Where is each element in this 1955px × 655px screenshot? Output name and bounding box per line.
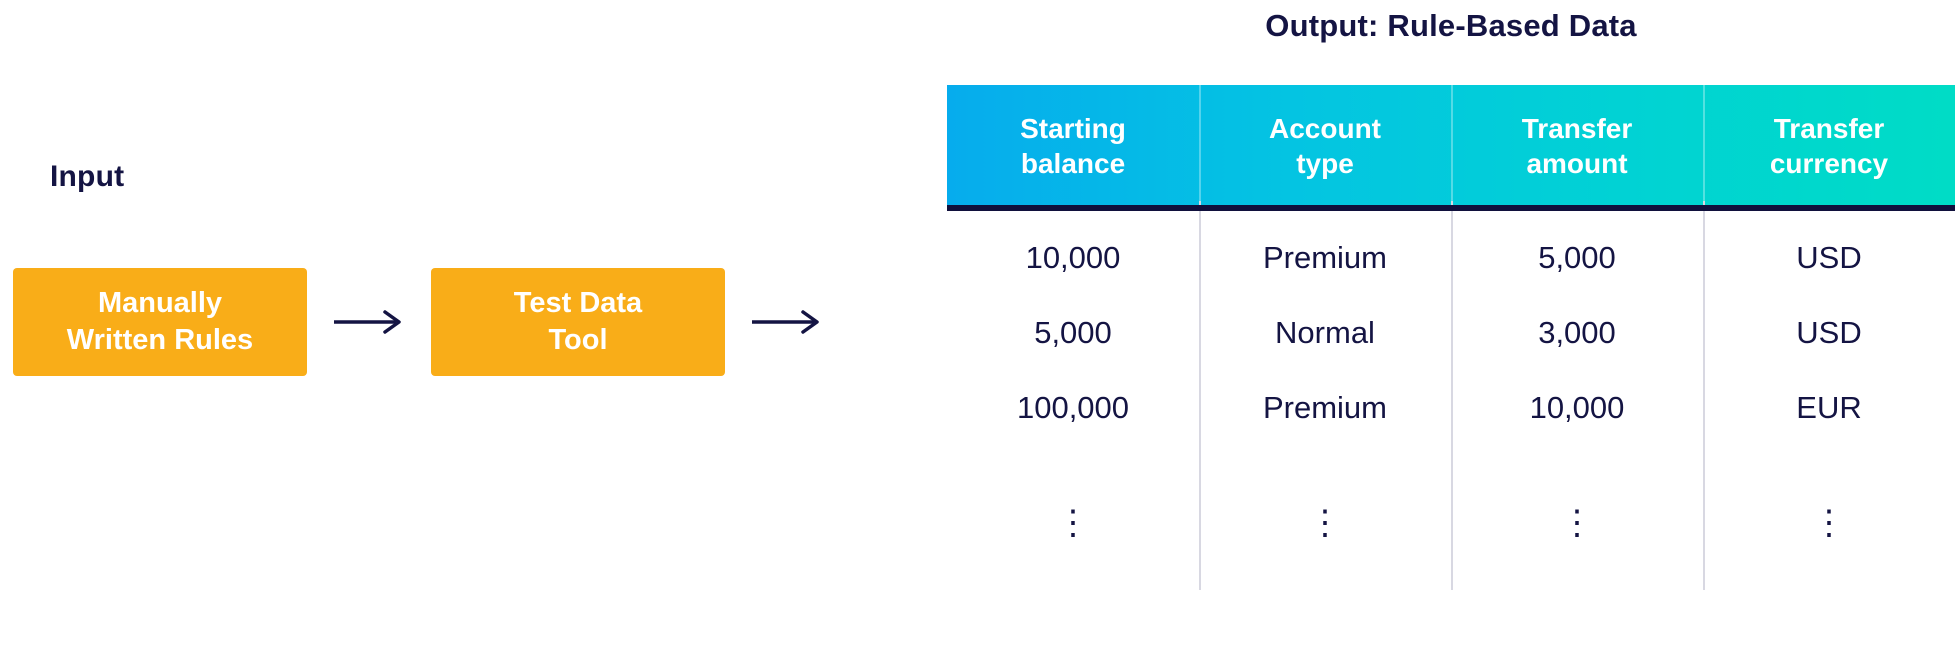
cell-transfer-currency: USD bbox=[1703, 289, 1955, 376]
rule-based-data-table: Starting balance Account type Transfer a… bbox=[947, 85, 1955, 590]
cell-continuation: ⋮ bbox=[1451, 439, 1703, 590]
flow-box-label: Test Data Tool bbox=[514, 285, 642, 359]
column-header-line-1: Account bbox=[1269, 113, 1381, 144]
column-header-starting-balance: Starting balance bbox=[947, 85, 1199, 207]
arrow-right-icon-1 bbox=[307, 308, 431, 336]
cell-continuation: ⋮ bbox=[1703, 439, 1955, 590]
flow-box-line-1: Manually bbox=[97, 286, 223, 319]
output-section: Output: Rule-Based Data Starting balance… bbox=[947, 0, 1955, 655]
input-label: Input bbox=[50, 160, 125, 193]
column-header-line-2: type bbox=[1296, 148, 1354, 179]
table-body: 10,000 Premium 5,000 USD 5,000 Normal 3,… bbox=[947, 201, 1955, 590]
flow-box-line-2: Tool bbox=[548, 324, 608, 356]
table-row: 100,000 Premium 10,000 EUR bbox=[947, 364, 1955, 451]
flow-box-test-data-tool[interactable]: Test Data Tool bbox=[431, 268, 725, 376]
table-row-continuation: ⋮ ⋮ ⋮ ⋮ bbox=[947, 439, 1955, 590]
table-header-row: Starting balance Account type Transfer a… bbox=[947, 85, 1955, 207]
output-title: Output: Rule-Based Data bbox=[1265, 8, 1637, 43]
vertical-ellipsis-icon: ⋮ bbox=[1308, 504, 1342, 542]
cell-transfer-currency: EUR bbox=[1703, 364, 1955, 451]
cell-account-type: Premium bbox=[1199, 201, 1451, 301]
column-header-line-2: currency bbox=[1769, 148, 1889, 179]
cell-transfer-currency: USD bbox=[1703, 201, 1955, 301]
column-header-line-2: balance bbox=[1020, 148, 1126, 179]
column-header-line-1: Transfer bbox=[1521, 113, 1633, 144]
flow-box-label: Manually Written Rules bbox=[67, 285, 253, 359]
column-header-line-1: Transfer bbox=[1773, 113, 1885, 144]
flow-box-line-1: Test Data bbox=[513, 286, 643, 319]
cell-account-type: Premium bbox=[1199, 364, 1451, 451]
column-header-transfer-amount: Transfer amount bbox=[1451, 85, 1703, 207]
cell-continuation: ⋮ bbox=[1199, 439, 1451, 590]
table-head: Starting balance Account type Transfer a… bbox=[947, 85, 1955, 207]
flow-box-manually-written-rules[interactable]: Manually Written Rules bbox=[13, 268, 307, 376]
cell-starting-balance: 100,000 bbox=[1016, 389, 1130, 425]
cell-continuation: ⋮ bbox=[947, 445, 1199, 584]
input-section: Input Manually Written Rules Test Data T… bbox=[0, 0, 940, 655]
table-header-rule bbox=[947, 205, 1955, 211]
column-header-line-2: amount bbox=[1526, 148, 1628, 179]
cell-account-type: Normal bbox=[1199, 289, 1451, 376]
column-header-account-type: Account type bbox=[1199, 85, 1451, 207]
cell-starting-balance: 5,000 bbox=[1034, 314, 1112, 350]
cell-starting-balance: 10,000 bbox=[1025, 239, 1121, 275]
arrow-right-icon-2 bbox=[725, 308, 849, 336]
table-row: 10,000 Premium 5,000 USD bbox=[947, 201, 1955, 301]
column-header-transfer-currency: Transfer currency bbox=[1703, 85, 1955, 207]
flow-box-line-2: Written Rules bbox=[66, 324, 254, 356]
input-flow-diagram: Manually Written Rules Test Data Tool bbox=[13, 268, 849, 376]
vertical-ellipsis-icon: ⋮ bbox=[1812, 504, 1846, 542]
table-row: 5,000 Normal 3,000 USD bbox=[947, 289, 1955, 376]
cell-transfer-amount: 3,000 bbox=[1451, 289, 1703, 376]
column-header-line-1: Starting bbox=[1020, 113, 1126, 144]
vertical-ellipsis-icon: ⋮ bbox=[1560, 504, 1594, 542]
cell-transfer-amount: 10,000 bbox=[1451, 364, 1703, 451]
vertical-ellipsis-icon: ⋮ bbox=[1056, 504, 1090, 542]
cell-transfer-amount: 5,000 bbox=[1451, 201, 1703, 301]
